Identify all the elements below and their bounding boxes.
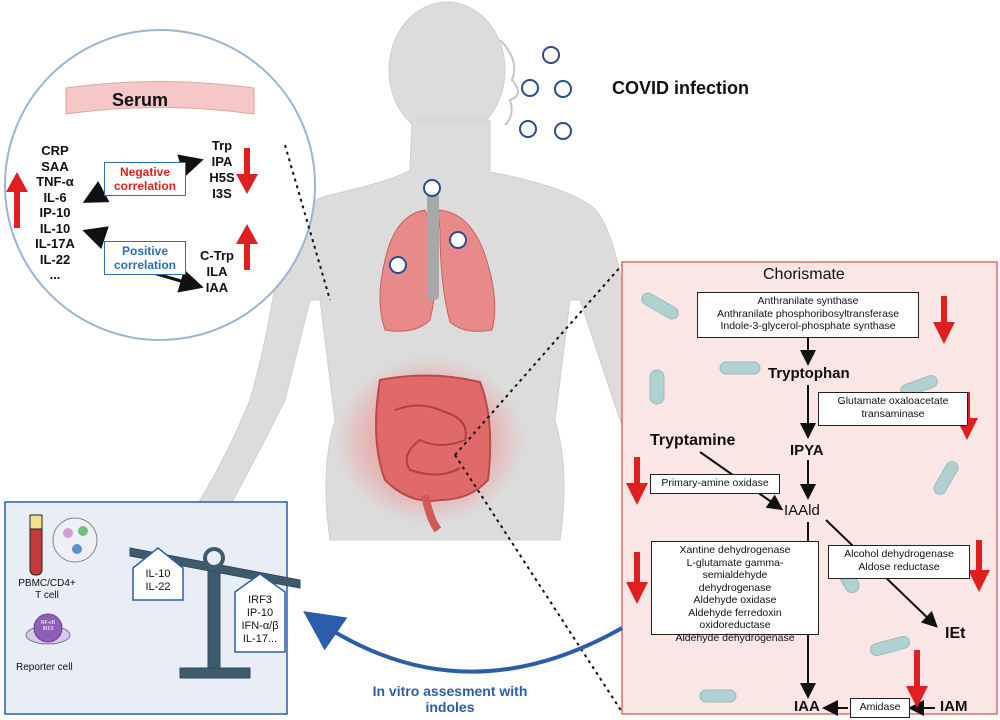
enzyme-item: Xantine dehydrogenase xyxy=(679,544,791,556)
face-outline xyxy=(499,39,519,126)
amidase-box: Amidase xyxy=(850,698,910,718)
cytokine-item: IL-6 xyxy=(43,189,67,205)
cytokine-item: SAA xyxy=(41,158,69,174)
cells-icon xyxy=(52,517,98,563)
decreased-item: Trp xyxy=(211,138,233,153)
ipya-label: IPYA xyxy=(790,442,824,459)
virus-particles xyxy=(389,46,572,274)
negative-line1: Negative xyxy=(119,165,171,179)
tryptophan-label: Tryptophan xyxy=(768,365,850,382)
iam-label: IAM xyxy=(940,698,968,715)
tryptamine-label: Tryptamine xyxy=(650,432,736,449)
decreased-item: I3S xyxy=(212,186,232,201)
chorismate-label: Chorismate xyxy=(763,266,845,283)
enzyme-item: Indole-3-glycerol-phosphate synthase xyxy=(720,320,896,332)
left-pan-item: IL-10 xyxy=(145,568,171,580)
title: COVID infection xyxy=(612,78,750,98)
right-pan-item: IP-10 xyxy=(246,607,274,619)
reporter-label: Reporter cell xyxy=(16,662,73,673)
right-pan-item: IRF3 xyxy=(248,594,272,606)
enzyme-item: oxidoreductase xyxy=(699,619,771,631)
reporter-icon-line: IRF3 xyxy=(42,626,54,632)
enzyme-item: Alcohol dehydrogenase xyxy=(844,548,954,560)
curved-arrow xyxy=(303,611,623,674)
cytokine-item: TNF-α xyxy=(36,174,74,189)
iaald-label: IAAld xyxy=(784,502,820,519)
human-body xyxy=(194,1,706,541)
caption-line: indoles xyxy=(425,699,475,715)
blood-vessel xyxy=(65,81,255,115)
right-pan-item: IFN-α/β xyxy=(241,620,279,632)
left-pan xyxy=(132,547,184,601)
enzyme-item: Aldehyde oxidase xyxy=(693,594,777,606)
enzyme-item: transaminase xyxy=(861,407,925,420)
decreased-item: IPA xyxy=(211,154,233,169)
right-pan-item: IL-17... xyxy=(242,633,278,645)
decreased-item: H5S xyxy=(209,170,235,185)
serum-label: Serum xyxy=(112,90,169,110)
cytokine-item: IP-10 xyxy=(39,205,71,220)
increased-item: IAA xyxy=(205,280,229,295)
negative-line2: correlation xyxy=(113,179,176,193)
enzyme-item: Anthranilate phosphoribosyltransferase xyxy=(716,307,900,320)
left-pan-item: IL-22 xyxy=(145,581,171,593)
pbmc-line: T cell xyxy=(35,590,59,601)
cytokine-item: CRP xyxy=(41,143,69,158)
cytokine-item: IL-17A xyxy=(35,236,75,251)
iaa-label: IAA xyxy=(794,698,820,715)
enzyme-item: Aldose reductase xyxy=(858,560,940,573)
cytokine-item: IL-22 xyxy=(39,251,71,267)
pbmc-line: PBMC/CD4+ xyxy=(18,578,76,589)
reporter-cell-icon xyxy=(33,613,63,643)
intestine xyxy=(375,374,492,533)
positive-correlation-box: Positive correlation xyxy=(104,241,186,275)
enzyme-item: Glutamate oxaloacetate xyxy=(837,395,949,407)
positive-line1: Positive xyxy=(121,244,169,258)
enzyme-item: Anthranilate synthase xyxy=(757,295,859,307)
pbmc-label: PBMC/CD4+T cell xyxy=(12,578,82,602)
enzyme-item: Aldehyde dehydrogenase xyxy=(675,631,795,644)
enzyme-item: dehydrogenase xyxy=(698,581,772,594)
reporter-icon-line: NF-κB xyxy=(40,620,56,626)
increased-item: ILA xyxy=(206,264,228,279)
enzyme-item: Aldehyde ferredoxin xyxy=(688,606,782,619)
iet-label: IEt xyxy=(945,625,966,642)
increased-item: C-Trp xyxy=(200,248,234,263)
cytokine-item: ... xyxy=(49,267,61,282)
cytokine-item: IL-10 xyxy=(39,220,71,236)
enzyme-item: L-glutamate gamma-semialdehyde xyxy=(686,556,784,582)
pao-box: Primary-amine oxidase xyxy=(650,474,780,494)
positive-line2: correlation xyxy=(113,258,176,272)
caption-line: In vitro assesment with xyxy=(372,683,528,699)
right-pan xyxy=(234,573,286,653)
negative-correlation-box: Negative correlation xyxy=(104,162,186,196)
